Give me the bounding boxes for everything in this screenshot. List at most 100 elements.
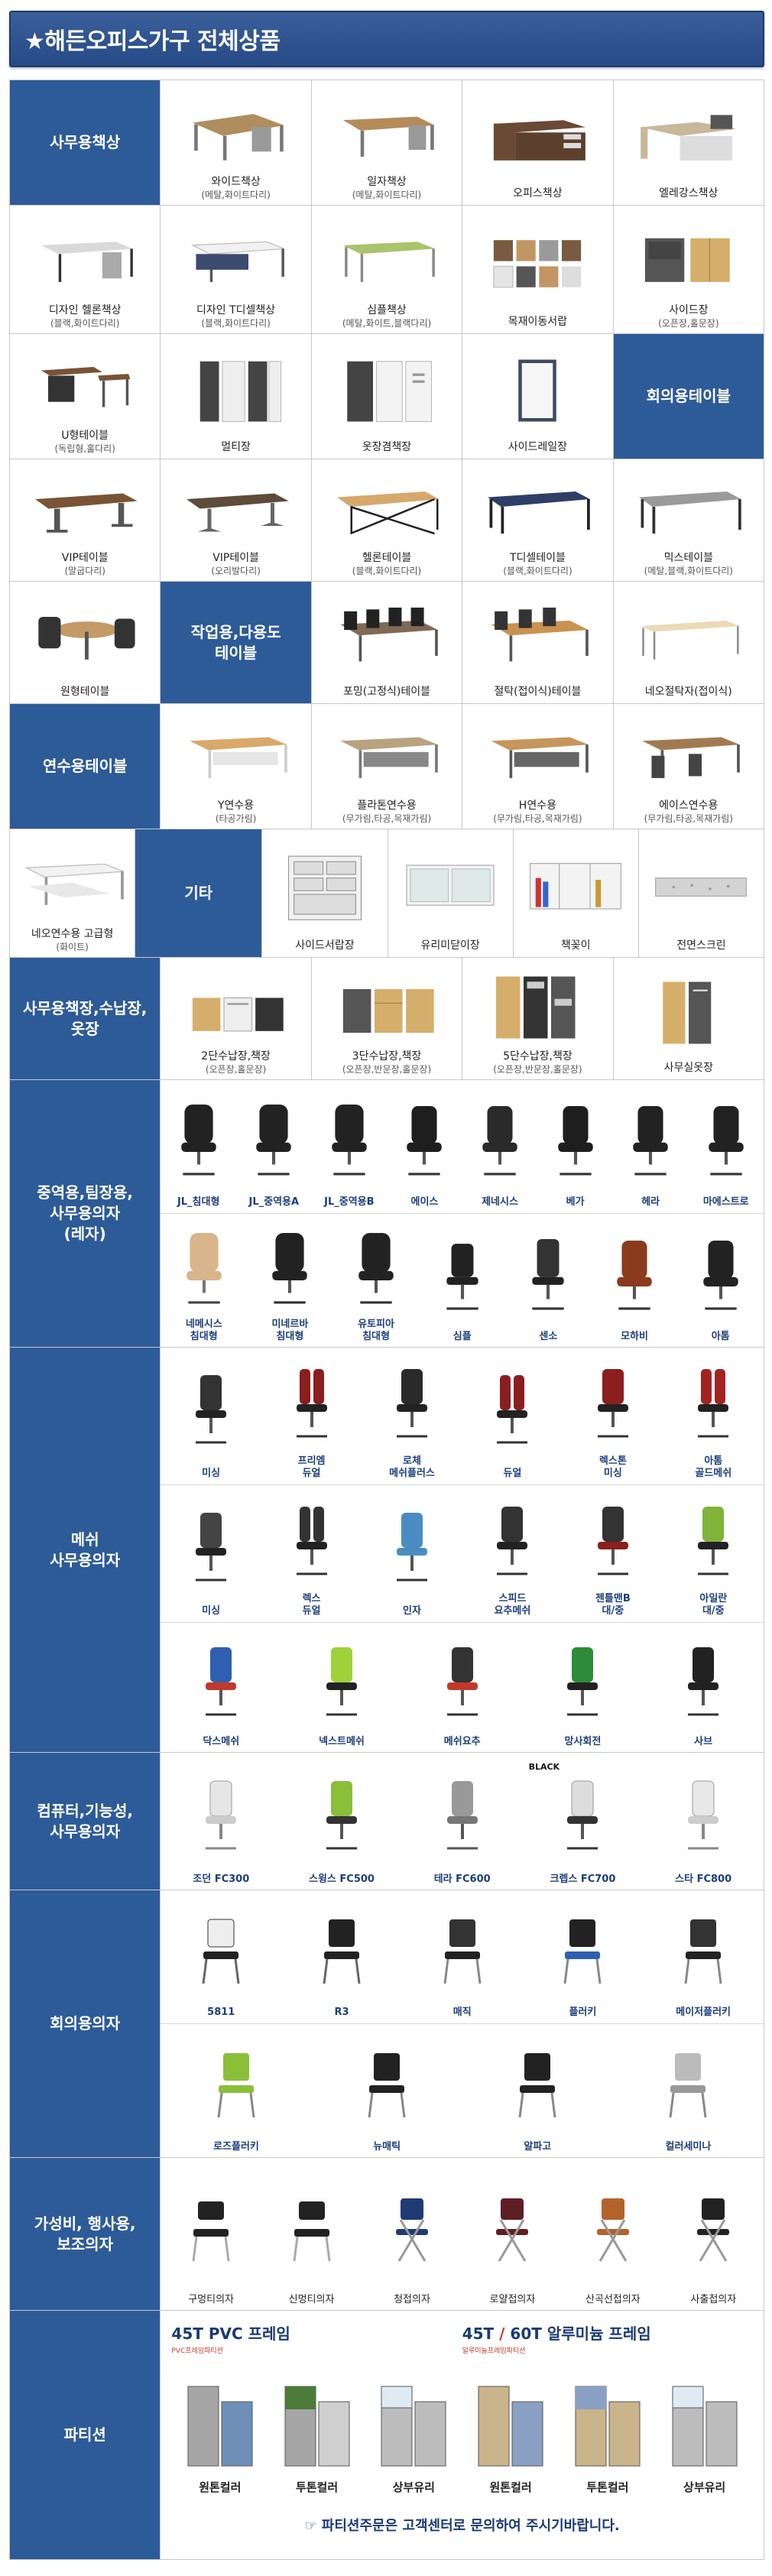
chair-mesh-lumbar[interactable]: 메쉬요추 [402,1623,523,1753]
chair-ace[interactable]: 에이스 [387,1080,462,1213]
product-glass-sliding-cabinet[interactable]: 유리미닫이장 [388,829,514,957]
chair-rose-plucky[interactable]: 로즈플러키 [161,2024,311,2158]
product-wardrobe-bookshelf[interactable]: 옷장겸책장 [311,334,463,459]
chair-sabre[interactable]: 사브 [643,1623,764,1753]
chair-minerva-bed[interactable]: 미네르바 침대형 [247,1214,333,1348]
partition-pvc[interactable]: 45T PVC 프레임 PVC프레임파티션 원톤컬러 투톤컬러 상부유리 [171,2321,462,2495]
product-vip-table-horseshoe[interactable]: VIP테이블 (말굽다리) [10,459,161,581]
chair-jl-exec-a[interactable]: JL_중역용A [236,1080,312,1213]
chair-major-plucky[interactable]: 메이저플러키 [643,1890,764,2023]
product-neo-folding-table[interactable]: 네오절탁자(접이식) [613,582,764,703]
product-mobile-drawer[interactable]: 목재이동서랍 [462,206,614,333]
category-storage[interactable]: 사무용책장,수납장, 옷장 [10,958,161,1079]
chair-mesh-preem-dual[interactable]: 프리엠 듀얼 [261,1348,362,1484]
product-elegance-desk[interactable]: 엘레강스책상 [613,80,764,205]
chair-genesis[interactable]: 제네시스 [462,1080,538,1213]
chair-next-mesh[interactable]: 넥스트메쉬 [281,1623,402,1753]
category-work-table[interactable]: 작업용,다용도 테이블 [161,582,312,703]
category-leather-chairs[interactable]: 중역용,팀장용, 사무용의자 (레자) [10,1080,161,1347]
product-helon-desk[interactable]: 디자인 헬론책상 (블랙,화이트다리) [10,206,161,333]
chair-swings-fc500[interactable]: 스윙스 FC500 [281,1753,402,1890]
chair-mesh-dual[interactable]: 듀얼 [462,1348,563,1484]
chair-jordan-fc300[interactable]: 조던 FC300 [161,1753,281,1890]
category-training-table[interactable]: 연수용테이블 [10,704,161,829]
product-tdisel-table[interactable]: T디셀테이블 (블랙,화이트다리) [462,459,614,581]
chair-plucky[interactable]: 플러키 [523,1890,644,2023]
chair-jl-bed[interactable]: JL_침대형 [161,1080,236,1213]
product-forming-table[interactable]: 포밍(고정식)테이블 [311,582,463,703]
chair-maestro[interactable]: 마에스트로 [688,1080,764,1213]
product-wide-desk[interactable]: 와이드책상 (메탈,화이트다리) [161,80,312,205]
chair-r3[interactable]: R3 [281,1890,402,2023]
chair-dax-mesh[interactable]: 닥스메쉬 [161,1623,281,1753]
product-tdisel-desk[interactable]: 디자인 T디셀책상 (블랙,화이트다리) [161,206,312,333]
product-office-desk[interactable]: 오피스책상 [462,80,614,205]
product-mix-table[interactable]: 믹스테이블 (메탈,블랙,화이트다리) [613,459,765,581]
chair-mesh-atom-gold[interactable]: 아톰 골드메쉬 [663,1348,764,1484]
product-platon-training[interactable]: 플라톤연수용 (무가림,타공,목재가림) [311,704,463,829]
category-mesh-chairs[interactable]: 메쉬 사무용의자 [10,1348,161,1752]
chair-5811[interactable]: 5811 [161,1890,281,2023]
chair-mesh-roche-plus[interactable]: 로체 메쉬플러스 [362,1348,462,1484]
chair-mesh-ailan[interactable]: 아일란 대/중 [663,1485,764,1622]
product-5-tier-storage[interactable]: 5단수납장,책장 (오픈장,반문장,홀문장) [462,958,614,1079]
product-side-cabinet[interactable]: 사이드장 (오픈장,홀문장) [613,206,765,333]
chair-hera[interactable]: 헤라 [613,1080,689,1213]
category-budget-chairs[interactable]: 가성비, 행사용, 보조의자 [10,2158,161,2310]
chair-mesh-speed-lumbar[interactable]: 스피드 요추메쉬 [462,1485,563,1622]
chair-terra-fc600[interactable]: 테라 FC600 [402,1753,523,1890]
product-y-training[interactable]: Y연수용 (타공가림) [161,704,312,829]
product-neo-training-premium[interactable]: 네오연수용 고급형 (화이트) [10,829,136,957]
chair-mesh-swivel[interactable]: 망사회전 [523,1623,644,1753]
product-h-training[interactable]: H연수용 (무가림,타공,목재가림) [462,704,614,829]
chair-new-t[interactable]: 신멍티의자 [261,2158,362,2311]
chair-magic[interactable]: 매직 [402,1890,523,2023]
chair-senso[interactable]: 센소 [505,1214,592,1348]
product-office-wardrobe[interactable]: 사무실옷장 [613,958,764,1079]
partition-order-notice[interactable]: ☞파티션주문은 고객센터로 문의하여 주시기바랍니다. [171,2515,753,2535]
chair-mesh-rexton[interactable]: 렉스톤 미싱 [563,1348,663,1484]
product-ace-training[interactable]: 에이스연수용 (무가림,타공,목재가림) [613,704,764,829]
product-front-screen[interactable]: 전면스크린 [638,829,764,957]
product-round-table[interactable]: 원형테이블 [10,582,161,703]
chair-blue-folding[interactable]: 청접의자 [362,2158,462,2311]
product-vip-table-duckfoot[interactable]: VIP테이블 (오리발다리) [161,459,312,581]
product-book-stand[interactable]: 책꽂이 [513,829,639,957]
category-computer-chairs[interactable]: 컴퓨터,기능성, 사무용의자 [10,1753,161,1890]
chair-curve-folding[interactable]: 산곡선접의자 [563,2158,663,2311]
chair-royal-folding[interactable]: 로얄접의자 [462,2158,563,2311]
chair-color-seminar[interactable]: 컬러세미나 [613,2024,764,2158]
chair-atom[interactable]: 아톰 [677,1214,764,1348]
chair-pneumatic[interactable]: 뉴매틱 [312,2024,462,2158]
product-helon-table[interactable]: 헬론테이블 (블랙,화이트다리) [311,459,463,581]
product-2-tier-storage[interactable]: 2단수납장,책장 (오픈장,홀문장) [161,958,312,1079]
chair-mesh-gentleman-b[interactable]: 젠틀맨B 대/중 [563,1485,663,1622]
product-multi-cabinet[interactable]: 멀티장 [161,334,312,459]
category-etc[interactable]: 기타 [135,829,263,957]
category-office-desk[interactable]: 사무용책상 [10,80,161,205]
chair-jl-exec-b[interactable]: JL_중역용B [312,1080,388,1213]
chair-mohave[interactable]: 모하비 [592,1214,678,1348]
chair-mesh-inja[interactable]: 인자 [362,1485,462,1622]
category-partition[interactable]: 파티션 [10,2311,161,2559]
chair-krebs-fc700[interactable]: BLACK 크렙스 FC700 [523,1753,644,1890]
product-side-drawer-cabinet[interactable]: 사이드서랍장 [262,829,388,957]
chair-nemesis-bed[interactable]: 네메시스 침대형 [161,1214,247,1348]
chair-alphago[interactable]: 알파고 [462,2024,613,2158]
product-simple-desk[interactable]: 심플책상 (메탈,화이트,블랙다리) [311,206,463,333]
product-straight-desk[interactable]: 일자책상 (메탈,화이트다리) [311,80,463,205]
chair-hole-t[interactable]: 구멍티의자 [161,2158,261,2311]
chair-injection-folding[interactable]: 사출접의자 [663,2158,764,2311]
chair-mesh-missing-2[interactable]: 미싱 [161,1485,261,1622]
chair-mesh-missing[interactable]: 미싱 [161,1348,261,1484]
product-u-table[interactable]: U형테이블 (독립형,홀다리) [10,334,161,459]
chair-mesh-rex-dual[interactable]: 렉스 듀얼 [261,1485,362,1622]
chair-vega[interactable]: 베가 [537,1080,613,1213]
chair-utopia-bed[interactable]: 유토피아 침대형 [333,1214,420,1348]
category-meeting-table[interactable]: 회의용테이블 [613,334,764,459]
category-meeting-chairs[interactable]: 회의용의자 [10,1890,161,2157]
chair-simple[interactable]: 심플 [419,1214,505,1348]
product-3-tier-storage[interactable]: 3단수납장,책장 (오픈장,반문장,홀문장) [311,958,463,1079]
chair-star-fc800[interactable]: 스타 FC800 [643,1753,764,1890]
product-folding-table[interactable]: 절탁(접이식)테이블 [462,582,614,703]
